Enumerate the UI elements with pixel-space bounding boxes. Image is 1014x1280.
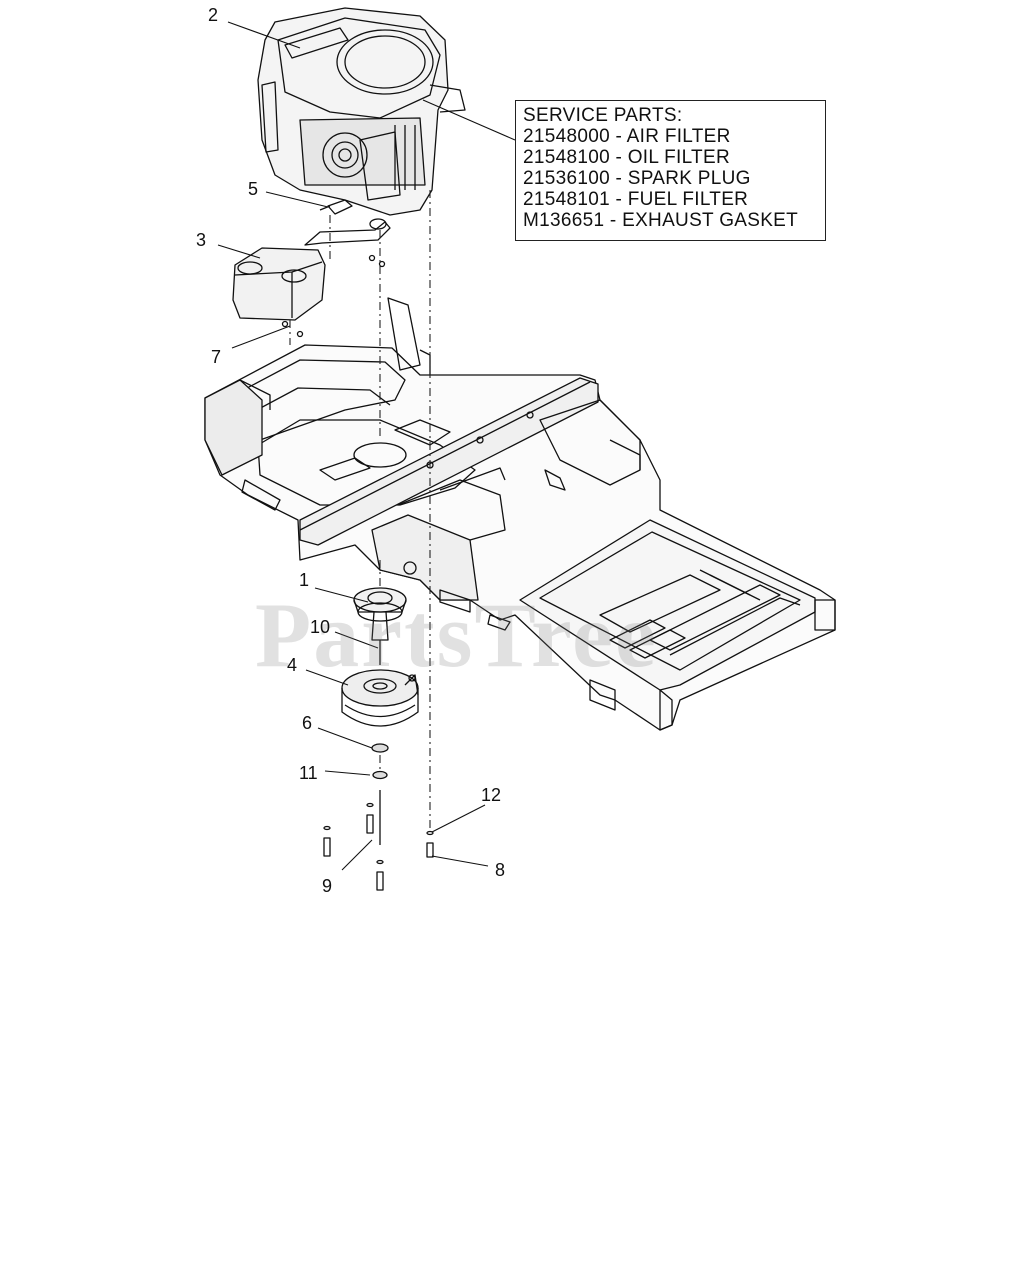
watermark: PartsTree <box>255 584 658 686</box>
pulley-drawing <box>353 587 407 665</box>
callout-8: 8 <box>495 860 506 880</box>
engine-drawing <box>257 7 466 216</box>
callout-2: 2 <box>208 5 219 25</box>
callout-4: 4 <box>287 655 298 675</box>
muffler-drawing <box>232 218 391 338</box>
callout-11: 11 <box>299 763 318 783</box>
clutch-drawing <box>341 669 419 727</box>
callout-6: 6 <box>302 713 313 733</box>
hardware-drawing <box>323 743 434 891</box>
callout-10: 10 <box>310 617 331 637</box>
service-part-exhaust-gasket: M136651 - EXHAUST GASKET <box>523 210 799 231</box>
service-parts-box: SERVICE PARTS: 21548000 - AIR FILTER 215… <box>515 100 826 241</box>
service-parts-heading: SERVICE PARTS: <box>523 105 683 126</box>
callout-3: 3 <box>196 230 207 250</box>
service-part-air-filter: 21548000 - AIR FILTER <box>523 126 731 147</box>
callout-5: 5 <box>248 179 259 199</box>
service-part-oil-filter: 21548100 - OIL FILTER <box>523 147 730 168</box>
mower-frame-drawing <box>204 297 836 731</box>
callout-7: 7 <box>211 347 222 367</box>
service-part-spark-plug: 21536100 - SPARK PLUG <box>523 168 751 189</box>
service-part-fuel-filter: 21548101 - FUEL FILTER <box>523 189 749 210</box>
callout-1: 1 <box>299 570 310 590</box>
callout-9: 9 <box>322 876 333 896</box>
spark-plug-drawing <box>319 199 353 215</box>
callout-12: 12 <box>481 785 502 805</box>
